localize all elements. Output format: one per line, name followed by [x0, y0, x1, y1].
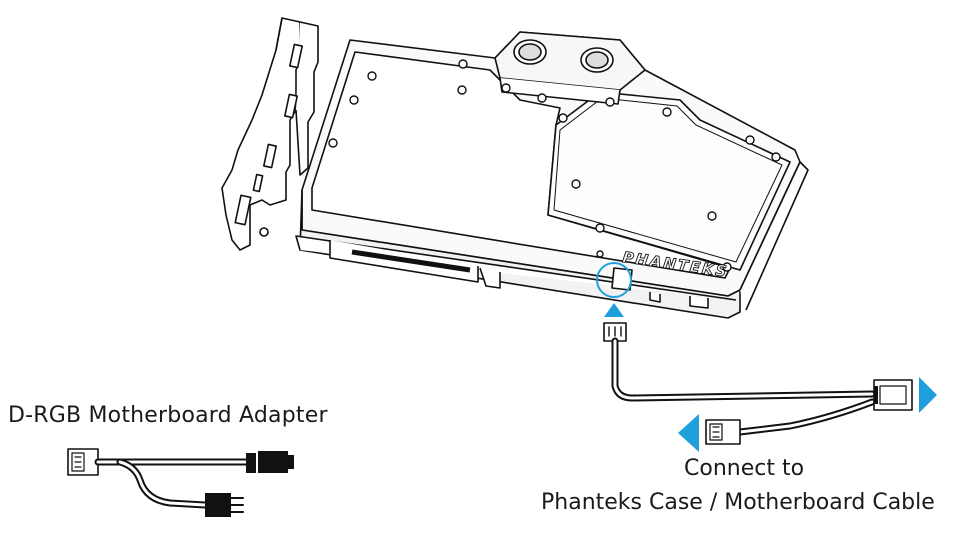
gpu-argb-cable: [603, 322, 913, 445]
connect-label-line2: Phanteks Case / Motherboard Cable: [541, 490, 935, 515]
pcie-bracket: [221, 17, 319, 251]
drgb-adapter-cable: [67, 448, 294, 517]
screws: [328, 59, 781, 272]
adapter-label: D-RGB Motherboard Adapter: [8, 403, 328, 428]
connect-label-line1: Connect to: [684, 456, 805, 481]
argb-header-highlight: [596, 262, 632, 298]
right-arrow-icon: [919, 377, 937, 413]
up-arrow-icon: [604, 303, 624, 317]
left-arrow-icon: [678, 414, 699, 452]
